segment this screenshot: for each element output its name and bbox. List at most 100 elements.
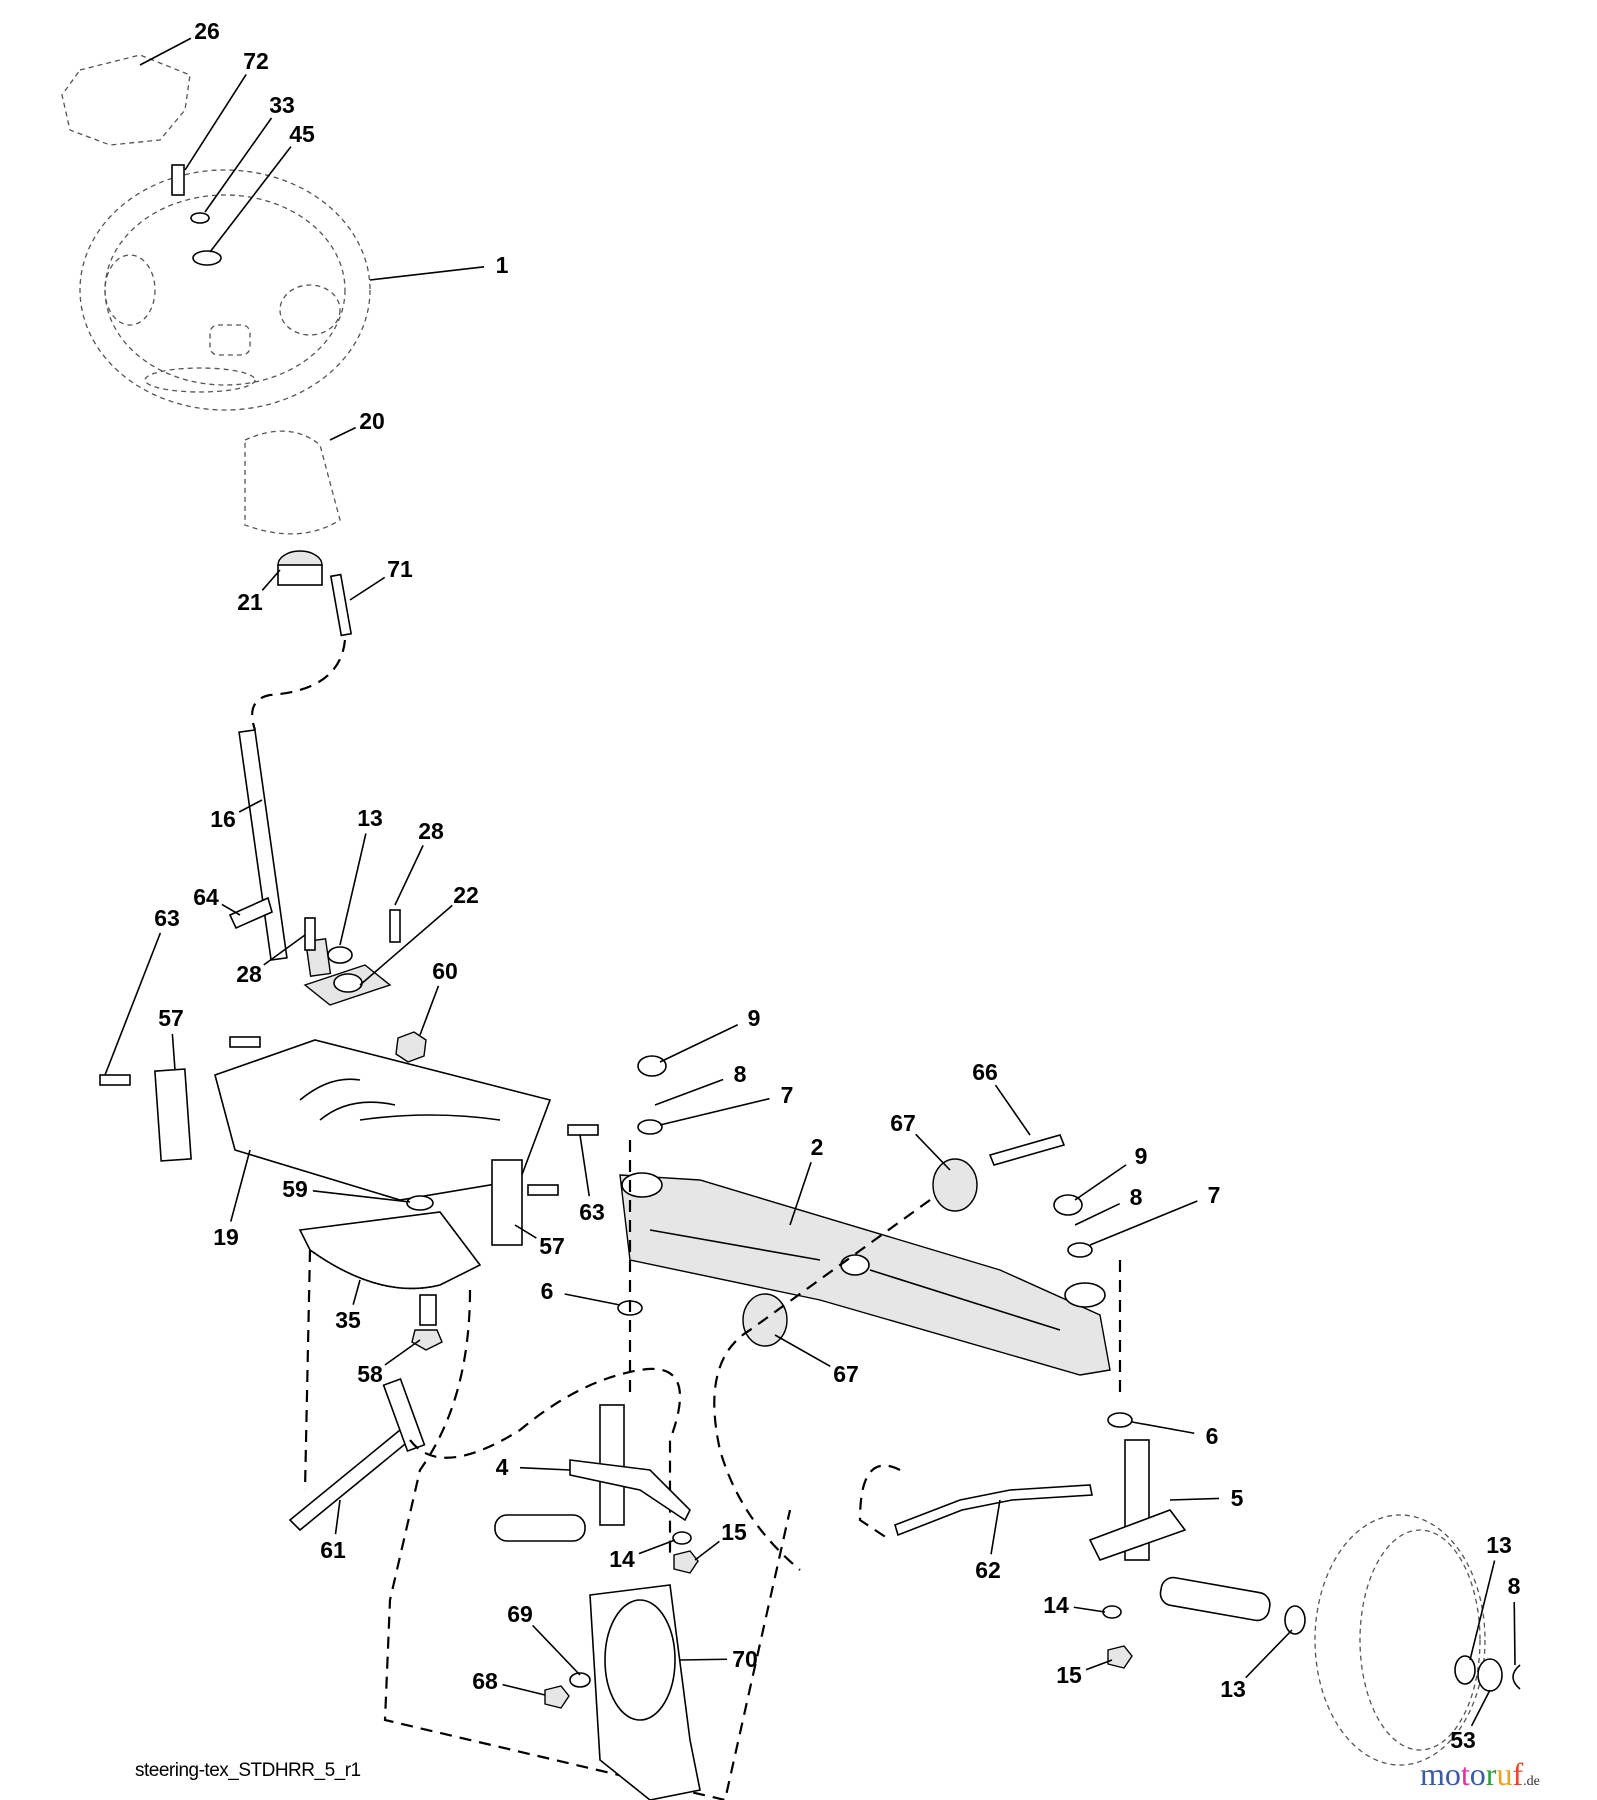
callout-70: 70 [732,1646,758,1672]
watermark-letter: f [1512,1756,1524,1792]
steering-shaft [238,729,332,978]
leader-line-61 [334,1499,341,1535]
pivot-bolt-66 [988,1134,1066,1166]
callout-28: 28 [236,961,262,987]
leader-line-7 [1089,1200,1198,1246]
callout-15: 15 [721,1519,747,1545]
callout-13: 13 [1486,1532,1512,1558]
callout-8: 8 [1508,1573,1521,1599]
bolt-63d [527,1184,559,1196]
callout-6: 6 [541,1278,554,1304]
bolt-72 [171,164,185,196]
callout-35: 35 [335,1307,361,1333]
leader-line-6 [564,1293,621,1306]
leader-line-2 [789,1161,812,1226]
leader-line-57 [514,1224,537,1239]
callout-57: 57 [158,1005,184,1031]
callout-5: 5 [1231,1485,1244,1511]
bolt-63a [99,1074,131,1086]
callout-15: 15 [1056,1662,1082,1688]
spindle-5 [1088,1439,1271,1622]
bolt-28a [304,917,316,951]
watermark-letter: u [1496,1756,1513,1792]
clip-64 [228,896,273,930]
callout-22: 22 [453,882,479,908]
callout-28: 28 [418,818,444,844]
callout-67: 67 [833,1361,859,1387]
leader-line-20 [329,426,356,441]
leader-line-5 [1169,1497,1220,1501]
watermark-letter: r [1485,1756,1497,1792]
spacer-6b [1107,1412,1133,1428]
nut-15a [673,1550,699,1574]
leader-line-57 [171,1033,176,1071]
leader-line-9 [1074,1164,1127,1201]
washer-7b [1067,1242,1093,1258]
leader-line-58 [384,1339,421,1366]
leader-lines [104,37,1516,1727]
leader-line-64 [221,903,241,916]
leader-line-71 [349,576,386,601]
leader-line-33 [204,117,273,213]
callout-69: 69 [507,1601,533,1627]
leader-line-28 [394,845,424,906]
steering-plate-19 [214,1039,552,1201]
leader-line-13 [1245,1629,1293,1679]
leader-line-35 [352,1279,361,1305]
leader-line-69 [532,1624,581,1676]
leader-line-14 [1073,1606,1106,1613]
leader-line-60 [419,985,440,1036]
callout-21: 21 [237,589,263,615]
front-axle-2 [619,1172,1111,1376]
callout-7: 7 [781,1082,794,1108]
callout-58: 58 [357,1361,383,1387]
leader-line-26 [139,37,192,66]
callout-19: 19 [213,1224,239,1250]
bracket-70 [589,1584,701,1800]
seat-outline [61,54,191,146]
leader-line-13 [339,833,367,946]
leader-line-63 [579,1134,591,1197]
callout-9: 9 [748,1005,761,1031]
watermark-letter: o [1469,1756,1486,1792]
callout-16: 16 [210,806,236,832]
callout-68: 68 [472,1668,498,1694]
cap-9a [637,1055,667,1077]
callout-67: 67 [890,1110,916,1136]
callout-7: 7 [1208,1182,1221,1208]
washer-14b [1102,1605,1122,1619]
leader-line-67 [774,1334,831,1367]
callout-60: 60 [432,958,458,984]
callout-57: 57 [539,1233,565,1259]
callout-8: 8 [1130,1184,1143,1210]
callout-26: 26 [194,18,220,44]
leader-line-8 [1074,1202,1120,1226]
watermark-letter: o [1444,1756,1461,1792]
leader-line-7 [659,1097,770,1126]
callout-59: 59 [282,1176,308,1202]
leader-line-1 [369,266,485,281]
washer-13c [1454,1655,1476,1685]
clip-8c [1512,1664,1521,1690]
bolt-63b [229,1036,261,1048]
leader-line-63 [104,932,162,1076]
washer-59 [406,1195,434,1211]
callout-63: 63 [154,905,180,931]
washer-14a [672,1531,692,1545]
drag-link-61 [288,1378,426,1532]
leader-line-53 [1470,1689,1491,1727]
leader-line-59 [312,1190,411,1203]
washer-13b [1284,1605,1306,1635]
leader-line-66 [994,1084,1031,1136]
bushing-67a [932,1158,978,1212]
motoruf-watermark: motoruf.de [1420,1756,1540,1793]
callout-63: 63 [579,1199,605,1225]
callout-45: 45 [289,121,315,147]
leader-line-21 [261,569,281,591]
callout-2: 2 [811,1134,824,1160]
watermark-letter: t [1460,1756,1470,1792]
watermark-letter: m [1420,1756,1445,1792]
callout-6: 6 [1206,1423,1219,1449]
callout-71: 71 [387,556,413,582]
